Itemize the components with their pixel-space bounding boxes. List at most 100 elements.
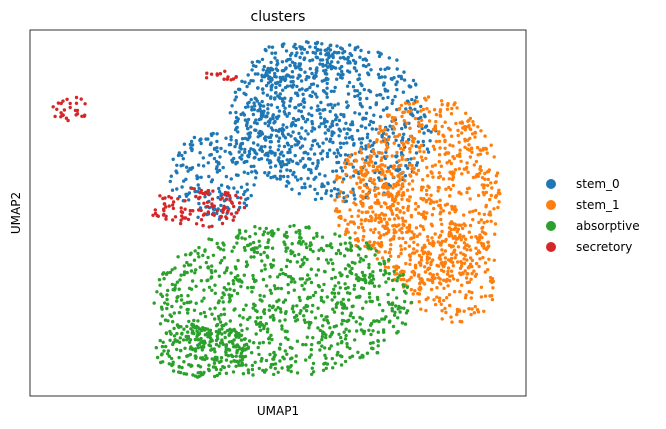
point-stem_1 [409, 237, 413, 241]
point-secretory [153, 208, 157, 212]
point-absorptive [358, 355, 362, 360]
point-stem_0 [311, 126, 315, 130]
point-stem_1 [414, 226, 419, 230]
point-absorptive [262, 294, 266, 298]
point-stem_1 [468, 210, 472, 214]
point-stem_1 [368, 188, 372, 192]
point-stem_0 [285, 168, 289, 172]
point-stem_1 [478, 257, 482, 261]
point-stem_0 [301, 156, 305, 161]
point-stem_0 [293, 61, 297, 66]
point-stem_0 [243, 118, 248, 122]
point-stem_0 [314, 55, 318, 59]
point-stem_0 [346, 69, 350, 73]
point-stem_1 [452, 277, 456, 281]
point-stem_1 [483, 270, 487, 274]
point-stem_1 [410, 230, 414, 234]
point-absorptive [358, 322, 362, 326]
point-stem_1 [450, 320, 454, 324]
point-absorptive [170, 304, 174, 309]
point-secretory [194, 222, 199, 226]
point-stem_1 [486, 268, 490, 272]
point-stem_1 [402, 277, 406, 282]
point-absorptive [272, 355, 276, 359]
point-stem_0 [180, 153, 184, 158]
point-stem_0 [375, 154, 379, 158]
point-absorptive [345, 274, 349, 279]
point-absorptive [196, 325, 200, 330]
point-stem_1 [422, 282, 427, 286]
point-absorptive [209, 238, 214, 242]
point-stem_0 [282, 128, 286, 132]
point-stem_1 [396, 174, 400, 178]
point-stem_1 [407, 244, 412, 248]
point-stem_1 [404, 261, 408, 266]
point-absorptive [162, 277, 166, 281]
point-stem_0 [401, 136, 405, 140]
point-stem_0 [345, 105, 349, 110]
point-stem_0 [285, 125, 289, 129]
point-absorptive [246, 371, 251, 375]
point-absorptive [255, 316, 260, 320]
point-absorptive [189, 251, 193, 255]
point-absorptive [367, 281, 372, 285]
point-stem_0 [259, 130, 264, 134]
point-stem_0 [187, 191, 192, 195]
point-absorptive [266, 231, 270, 235]
point-stem_0 [266, 173, 270, 177]
point-stem_0 [313, 138, 317, 143]
point-stem_0 [357, 73, 362, 77]
point-absorptive [197, 374, 201, 379]
point-secretory [220, 196, 224, 200]
point-stem_1 [424, 308, 428, 313]
point-stem_0 [367, 62, 371, 67]
point-secretory [194, 194, 198, 199]
point-absorptive [239, 284, 243, 289]
point-absorptive [325, 318, 329, 323]
point-stem_1 [418, 149, 422, 153]
point-stem_0 [295, 51, 299, 55]
point-stem_0 [249, 164, 253, 169]
point-stem_0 [329, 89, 334, 94]
point-absorptive [261, 368, 265, 373]
point-stem_1 [450, 221, 455, 225]
point-stem_1 [419, 280, 423, 284]
point-absorptive [251, 306, 255, 310]
point-stem_0 [337, 134, 341, 138]
point-stem_0 [303, 150, 308, 154]
point-secretory [211, 189, 215, 193]
point-secretory [191, 209, 195, 213]
point-stem_0 [285, 141, 290, 145]
point-absorptive [179, 273, 183, 277]
point-absorptive [201, 356, 205, 360]
point-absorptive [186, 335, 190, 339]
point-stem_1 [382, 217, 387, 221]
point-stem_1 [445, 107, 450, 112]
point-stem_0 [203, 195, 207, 199]
point-absorptive [281, 271, 285, 276]
point-stem_1 [358, 147, 363, 151]
point-absorptive [398, 310, 402, 314]
point-stem_0 [429, 130, 433, 134]
point-absorptive [240, 358, 244, 362]
point-stem_0 [416, 140, 420, 144]
point-stem_0 [348, 61, 352, 65]
point-absorptive [169, 356, 174, 361]
point-stem_1 [392, 217, 397, 221]
point-stem_1 [440, 229, 444, 234]
point-stem_0 [254, 97, 258, 101]
point-stem_0 [330, 133, 334, 138]
point-absorptive [196, 346, 200, 350]
point-stem_1 [492, 258, 496, 262]
point-stem_0 [335, 148, 340, 152]
point-absorptive [343, 267, 348, 271]
point-stem_1 [458, 148, 462, 152]
point-stem_0 [339, 145, 343, 150]
point-stem_1 [350, 214, 354, 219]
point-stem_1 [380, 172, 384, 176]
point-stem_0 [245, 120, 249, 125]
point-stem_1 [396, 254, 401, 259]
point-absorptive [186, 294, 190, 298]
point-absorptive [185, 260, 189, 265]
